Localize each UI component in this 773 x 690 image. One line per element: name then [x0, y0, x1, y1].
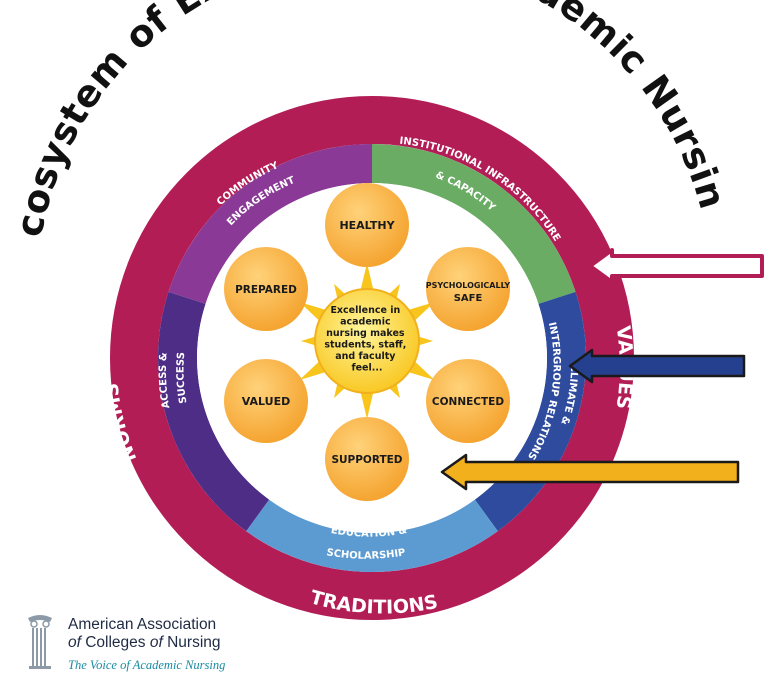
sun-core [314, 288, 420, 394]
svg-text:SAFE: SAFE [454, 293, 483, 304]
label-education-line1: EDUCATION & [330, 525, 408, 540]
feeling-connected: CONNECTED [426, 359, 510, 443]
feeling-valued: VALUED [224, 359, 308, 443]
logo-line2-of2: of [149, 634, 168, 651]
label-access-line1: ACCESS & [158, 352, 172, 409]
logo-line2-of: of [68, 634, 86, 651]
aacn-logo: American Association of Colleges of Nurs… [20, 612, 280, 682]
logo-tagline: The Voice of Academic Nursing [68, 658, 226, 672]
label-education-line2: SCHOLARSHIP [326, 547, 407, 562]
logo-organization-name: American Association of Colleges of Nurs… [68, 616, 221, 652]
middle-ring-segment-community [168, 144, 372, 304]
logo-line2-colleges: Colleges [85, 634, 150, 651]
arrow-blue [568, 348, 746, 384]
center-text: Excellence in academic nursing makes stu… [324, 305, 409, 374]
label-access-line2: SUCCESS [176, 352, 190, 405]
middle-ring-segment-access [158, 291, 270, 532]
aacn-logo-icon [28, 615, 52, 669]
middle-ring-segment-climate [474, 291, 586, 532]
feeling-supported: SUPPORTED [325, 417, 409, 501]
svg-text:CONNECTED: CONNECTED [432, 396, 504, 408]
svg-text:SUPPORTED: SUPPORTED [331, 454, 402, 466]
feeling-psychologically-safe: PSYCHOLOGICALLY SAFE [426, 247, 511, 331]
feeling-healthy: HEALTHY [325, 183, 409, 267]
feeling-prepared: PREPARED [224, 247, 308, 331]
middle-ring [158, 144, 586, 572]
svg-text:HEALTHY: HEALTHY [339, 219, 395, 232]
logo-line2-nursing: Nursing [167, 634, 221, 651]
middle-ring-segment-education [246, 499, 498, 572]
svg-text:PREPARED: PREPARED [235, 284, 297, 296]
arrow-gold [440, 453, 740, 491]
arrow-red [588, 248, 764, 284]
svg-text:VALUED: VALUED [242, 395, 290, 408]
svg-text:PSYCHOLOGICALLY: PSYCHOLOGICALLY [426, 281, 511, 290]
middle-ring-segment-institutional [372, 144, 576, 304]
logo-line1: American Association [68, 616, 217, 633]
